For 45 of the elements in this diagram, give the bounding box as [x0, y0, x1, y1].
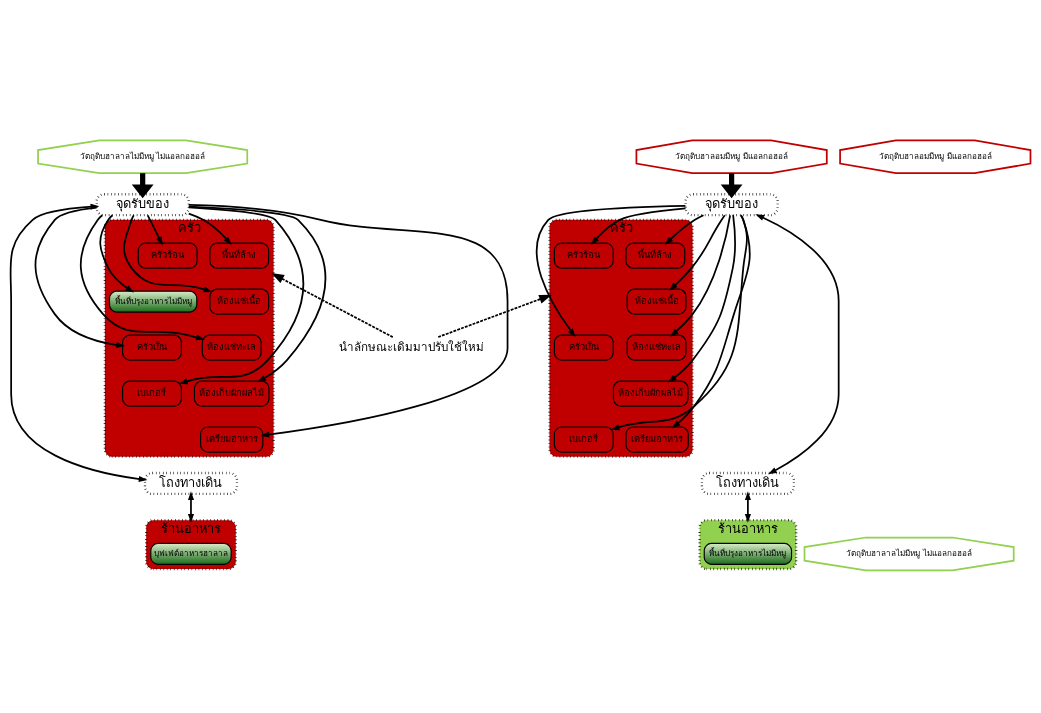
node-box: ครัวเย็น	[122, 334, 182, 361]
arrow	[187, 203, 509, 438]
arrow	[79, 213, 205, 340]
node-box: เตรียมอาหาร	[200, 425, 264, 453]
arrow	[123, 213, 213, 292]
node-box: พื้นที่ล้าง	[625, 242, 686, 269]
arrow	[670, 213, 731, 337]
node-box: ห้องแช่ทะเล	[626, 334, 687, 361]
node-box: ครัวร้อน	[137, 242, 198, 269]
node-box: ห้องเก็บผักผลไม้	[612, 379, 689, 407]
arrow	[437, 294, 552, 338]
arrow	[9, 203, 148, 482]
arrow	[187, 490, 195, 523]
arrow	[590, 207, 687, 245]
arrow	[664, 213, 705, 245]
node-box: พื้นที่ปรุงอาหารไม่มีหมู	[108, 290, 198, 313]
node-box: เบเกอรี่	[553, 425, 614, 453]
node-box: จุดรับของ	[684, 192, 779, 216]
node-box: ห้องแช่เนื้อ	[626, 288, 687, 315]
arrow	[755, 213, 840, 474]
arrow	[187, 205, 327, 382]
node-box: เตรียมอาหาร	[625, 425, 689, 453]
node-box: ครัวเย็น	[553, 334, 614, 361]
arrow	[178, 206, 304, 384]
node-box: จุดรับของ	[95, 192, 190, 216]
node-box: ห้องแช่เนื้อ	[209, 288, 270, 315]
node-box: โถงทางเดิน	[143, 471, 239, 495]
node-box: โถงทางเดิน	[700, 471, 796, 495]
node-box: ห้องเก็บผักผลไม้	[193, 379, 270, 407]
arrow	[187, 212, 232, 245]
node-box: บุฟเฟ่ต์อาหารฮาลาล	[150, 542, 232, 565]
arrow	[99, 213, 135, 293]
arrow	[146, 214, 163, 245]
arrow	[744, 490, 751, 523]
arrow	[669, 213, 726, 291]
node-box: พื้นที่ล้าง	[209, 242, 270, 269]
arrow	[34, 206, 126, 348]
node-text: นำลักษณะเดิมมาปรับใช้ใหม่	[339, 338, 485, 353]
node-box: พื้นที่ปรุงอาหารไม่มีหมู	[703, 542, 793, 565]
arrow	[671, 213, 751, 429]
arrow	[271, 272, 394, 338]
arrow	[667, 213, 736, 382]
node-box: ห้องแช่ทะเล	[201, 334, 262, 361]
node-box: เบเกอรี่	[122, 379, 182, 407]
node-box: ครัวร้อน	[553, 242, 614, 269]
